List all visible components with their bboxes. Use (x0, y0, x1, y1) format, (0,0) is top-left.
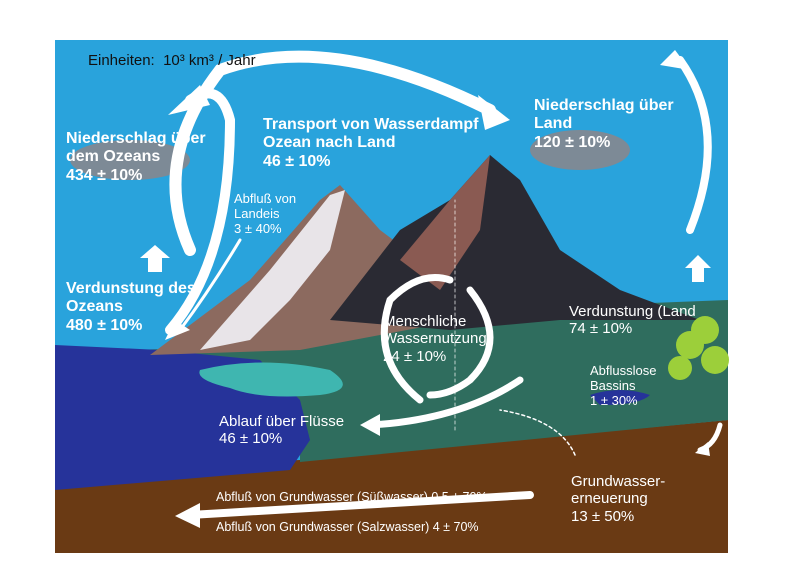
units-value: 10³ km³ / Jahr (163, 52, 256, 69)
landice-title2: Landeis (234, 205, 280, 221)
endorheic-value: 1 ± 30% (590, 392, 638, 408)
transport-title1: Transport von Wasserdampf (263, 116, 479, 133)
snow (200, 190, 345, 350)
gw-recharge-title1: Grundwasser- (571, 473, 666, 490)
transport-title2: Ozean nach Land (263, 134, 396, 152)
evap-land-title1: Verdunstung (Land (569, 303, 696, 320)
river-arrow (366, 376, 524, 429)
gw-salt-label: Abfluß von Grundwasser (Salzwasser) 4 ± … (216, 520, 479, 534)
landice-arrow (178, 238, 242, 332)
precip-land-title2: Land (534, 115, 573, 133)
human-title2: Wassernutzung (383, 330, 487, 348)
landice-value: 3 ± 40% (234, 220, 282, 236)
dark-mountain (330, 155, 700, 330)
trees (668, 316, 729, 380)
units-title: Einheiten: (88, 52, 155, 69)
transport-arrow (169, 50, 496, 256)
mountain-face (400, 155, 490, 290)
ground (55, 420, 728, 553)
lake (199, 362, 343, 397)
precip-land-value: 120 ± 10% (534, 133, 611, 151)
gw-fresh-label: Abfluß von Grundwasser (Süßwasser) 0.5 ±… (216, 490, 488, 504)
arrowheads (140, 50, 711, 528)
human-use-arrow-1 (380, 274, 454, 404)
gw-recharge-title2: erneuerung (571, 490, 648, 508)
evap-ocean-value: 480 ± 10% (66, 316, 143, 334)
gw-recharge-value: 13 ± 50% (571, 507, 635, 525)
land (130, 300, 728, 462)
rivers-value: 46 ± 10% (219, 430, 283, 448)
landice-title1: Abfluß von (234, 191, 297, 206)
precip-land-title1: Niederschlag über (534, 97, 674, 114)
human-use-arrow-2 (426, 286, 494, 399)
cloud-ocean (70, 140, 190, 180)
evap-land-value: 74 ± 10% (569, 320, 633, 338)
human-value: 24 ± 10% (383, 347, 447, 365)
precip-land-arrow (676, 56, 712, 234)
units-label: Einheiten: 10³ km³ / Jahr (88, 52, 256, 69)
endorheic-title2: Bassins (590, 377, 636, 393)
endorheic-basin (590, 390, 650, 405)
transport-value: 46 ± 10% (263, 152, 331, 170)
flow-arrows (165, 50, 723, 519)
recharge-arrow (499, 409, 576, 456)
precip-ocean-value: 434 ± 10% (66, 166, 143, 184)
endorheic-title1: Abflusslose (590, 363, 657, 378)
evap-ocean-title2: Ozeans (66, 298, 123, 316)
precip-ocean-title2: dem Ozeans (66, 148, 161, 166)
cloud-land (530, 130, 630, 170)
groundwater-arrow (186, 491, 534, 519)
human-title1: Menschliche (383, 313, 467, 330)
evaporation-ocean-arrow (165, 88, 236, 335)
evap-ocean-title1: Verdunstung des (66, 280, 196, 297)
rivers-title1: Ablauf über Flüsse (219, 413, 345, 430)
precip-ocean-title1: Niederschlag über (66, 130, 206, 147)
